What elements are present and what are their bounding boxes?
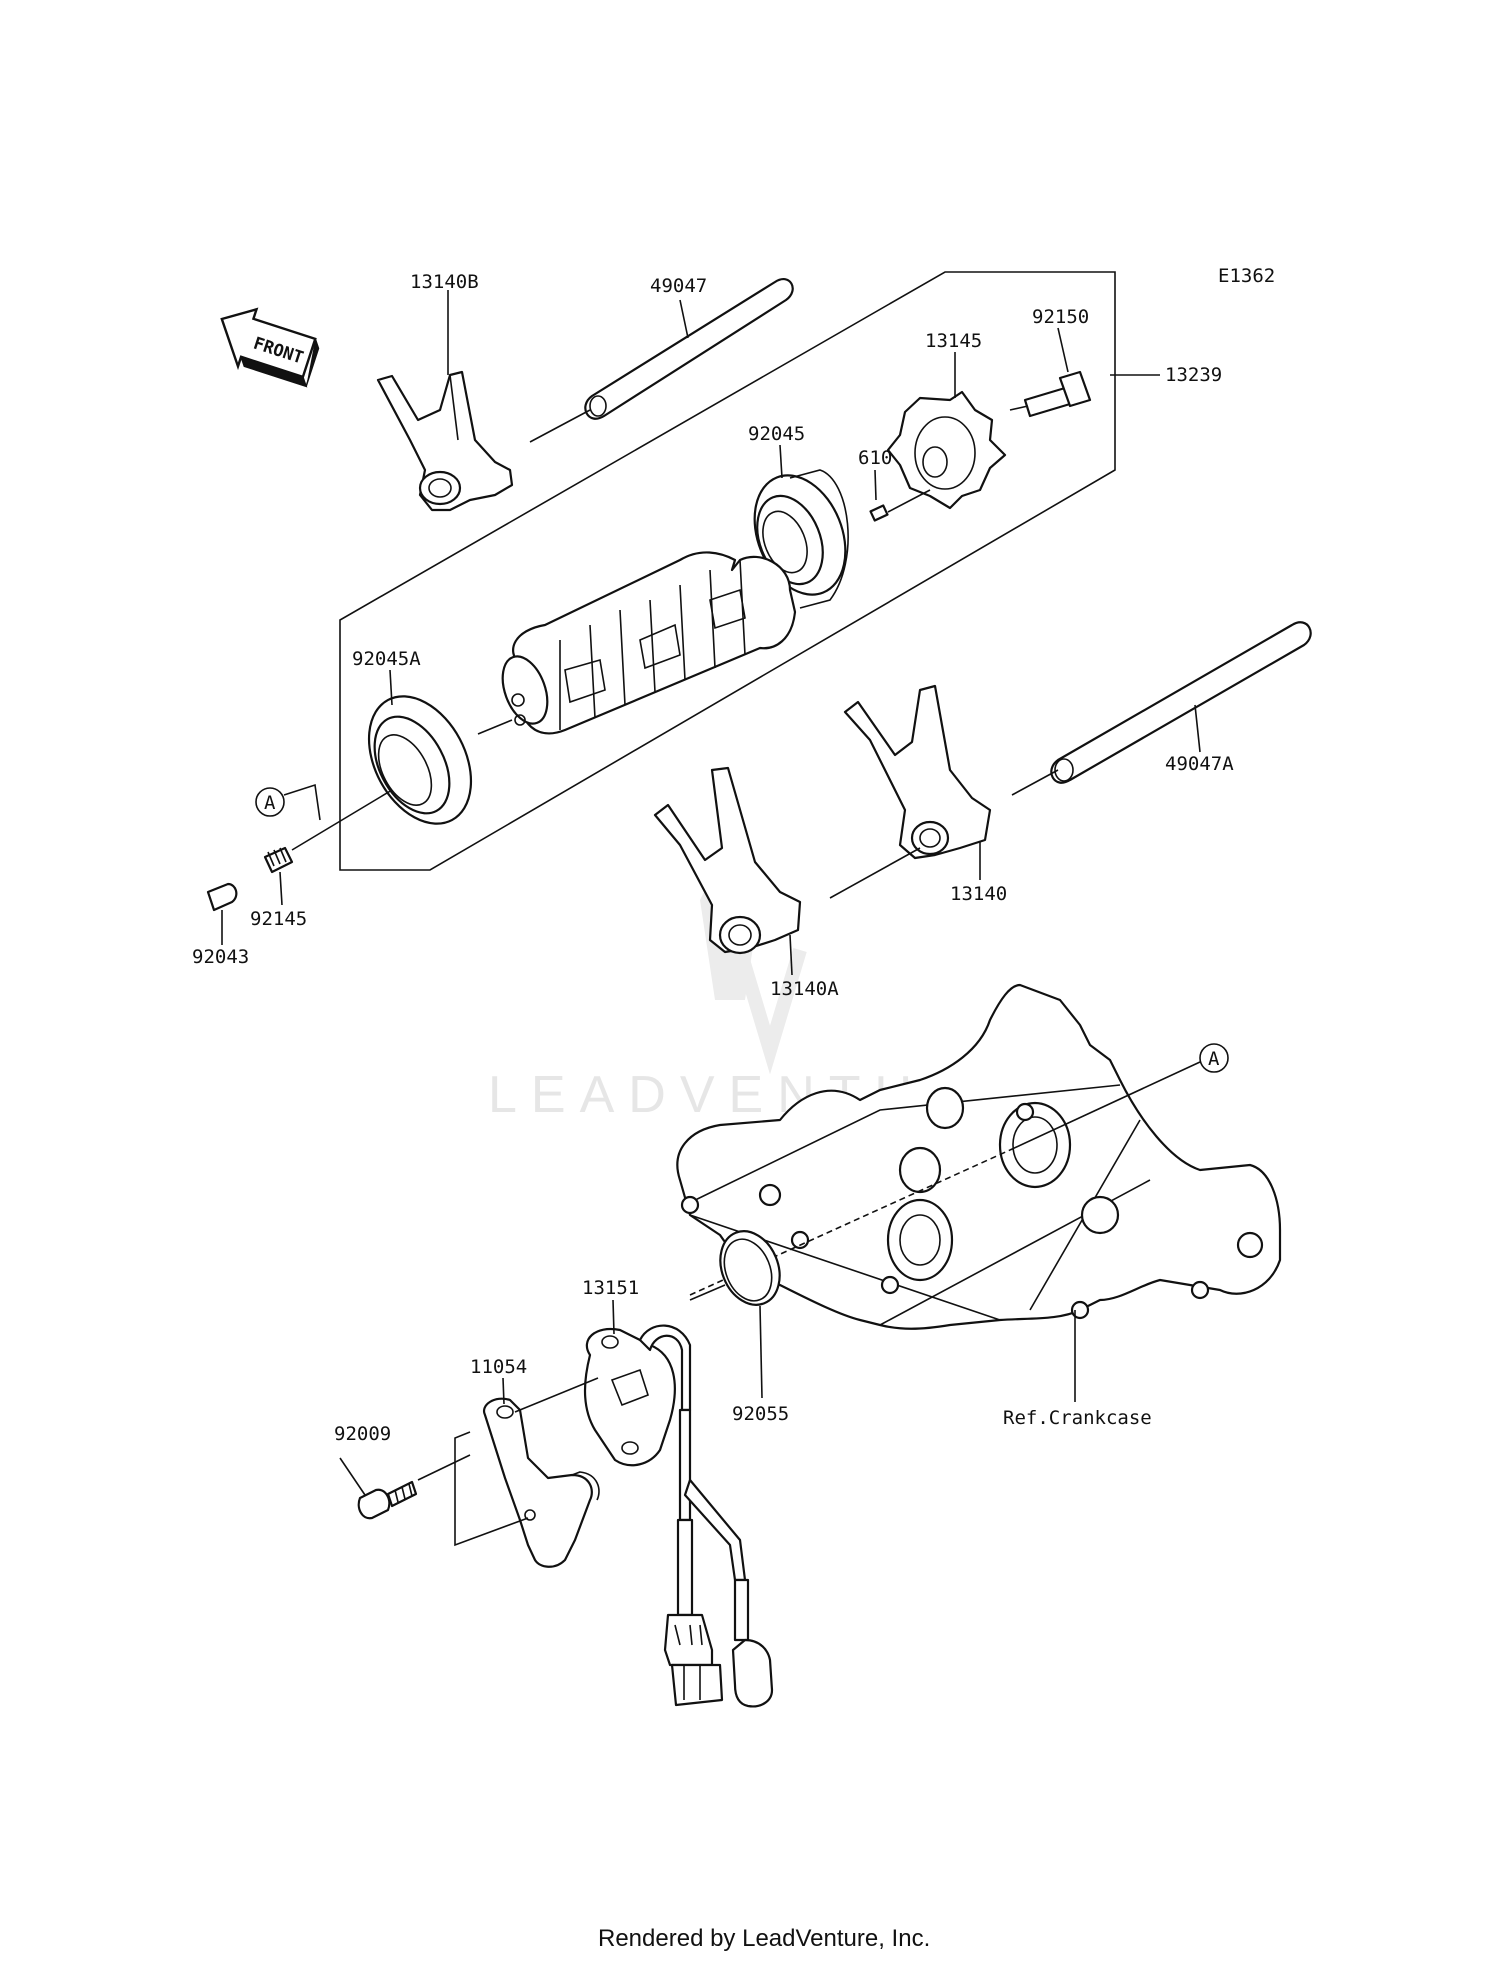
leader-ref-a-upper (283, 783, 321, 821)
shift-fork-13140A (653, 766, 802, 955)
crankcase (676, 983, 1282, 1330)
leader-ref-a-lower (1009, 1061, 1201, 1151)
diagram-code: E1362 (1218, 265, 1275, 287)
label-11054: 11054 (470, 1356, 527, 1378)
leader-11054-line (514, 1377, 599, 1413)
leader-49047A (1194, 704, 1201, 753)
label-49047A: 49047A (1165, 753, 1234, 775)
plate-11054 (482, 1397, 600, 1568)
label-13140: 13140 (950, 883, 1007, 905)
leader-49047-line (529, 409, 591, 443)
leader-13151 (612, 1299, 615, 1335)
label-92150: 92150 (1032, 306, 1089, 328)
svg-text:A: A (1208, 1048, 1220, 1070)
shift-fork-13140B (376, 370, 514, 512)
ref-marker-a-lower: A (1199, 1043, 1229, 1073)
label-92043: 92043 (192, 946, 249, 968)
leader-13140-line (829, 847, 921, 899)
svg-text:A: A (264, 792, 276, 814)
leader-92055-line (689, 1284, 726, 1301)
leader-13140A (789, 934, 793, 976)
label-13239: 13239 (1165, 364, 1222, 386)
shift-rod-49047A (1050, 621, 1312, 784)
pin-610 (869, 504, 889, 522)
leader-92045 (779, 444, 783, 479)
label-92045: 92045 (748, 423, 805, 445)
front-arrow-icon: FRONT (220, 307, 320, 388)
leader-610 (874, 469, 877, 501)
label-13145: 13145 (925, 330, 982, 352)
shift-drum-segment-13145 (886, 390, 1007, 510)
label-92145: 92145 (250, 908, 307, 930)
label-610: 610 (858, 447, 892, 469)
axis-ref-a-dashed (689, 1149, 1011, 1296)
label-ref-crankcase: Ref.Crankcase (1003, 1407, 1152, 1429)
shift-fork-13140 (843, 684, 992, 860)
label-92009: 92009 (334, 1423, 391, 1445)
label-13140A: 13140A (770, 978, 839, 1000)
bolt-92009 (357, 1480, 418, 1520)
leader-92045A (389, 669, 393, 706)
leader-92145-line (291, 789, 393, 851)
leader-11054-bracket (454, 1431, 529, 1547)
label-49047: 49047 (650, 275, 707, 297)
ref-marker-a-upper: A (255, 787, 285, 817)
bearing-92045A (367, 695, 473, 825)
shift-rod-49047 (584, 278, 794, 420)
bolt-92150 (1023, 370, 1092, 418)
leader-11054 (502, 1377, 505, 1405)
leader-92145 (279, 871, 283, 906)
plunger-92043 (206, 882, 238, 912)
label-92045A: 92045A (352, 648, 421, 670)
leader-92150 (1057, 327, 1069, 373)
gear-position-sensor-13151 (583, 1324, 774, 1708)
o-ring-92055 (719, 1230, 781, 1306)
spring-92145 (263, 846, 294, 874)
label-92055: 92055 (732, 1403, 789, 1425)
leader-49047 (679, 299, 689, 339)
leader-92150-line (1009, 405, 1029, 411)
label-13140B: 13140B (410, 271, 479, 293)
leader-92009-line (417, 1454, 471, 1481)
leader-610-line (887, 489, 931, 513)
leader-92055 (759, 1305, 763, 1399)
leader-drum-line (477, 719, 513, 735)
leader-92009 (339, 1457, 366, 1496)
shift-drum (501, 551, 797, 735)
footer-credit: Rendered by LeadVenture, Inc. (598, 1925, 930, 1952)
leader-49047A-line (1011, 769, 1059, 796)
assembly-bracket-13239 (339, 271, 1116, 871)
label-13151: 13151 (582, 1277, 639, 1299)
